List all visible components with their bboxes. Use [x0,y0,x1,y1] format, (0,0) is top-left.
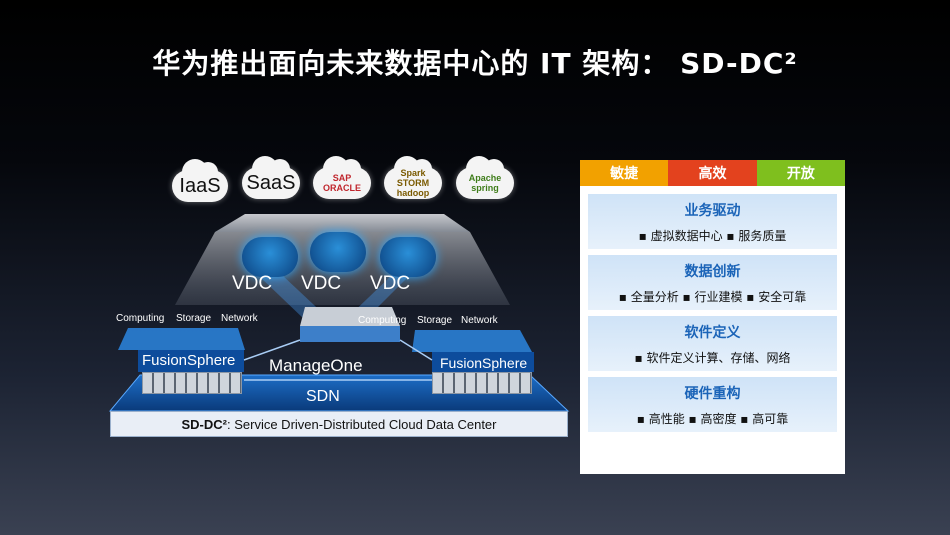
apache-spring-cloud: Apache spring [456,156,514,199]
link-right [399,339,433,361]
saas-cloud: SaaS [242,156,300,199]
block-sub: ▪ 软件定义计算、存储、网络 [634,351,791,365]
hardware-rebuild-block: 硬件重构 ▪ 高性能 ▪ 高密度 ▪ 高可靠 [588,377,837,432]
spark-hadoop-logo: Spark STORM hadoop [396,168,430,198]
computing-label: Computing [358,315,407,326]
center-block-front [300,326,400,342]
block-title: 数据创新 [684,264,741,280]
iaas-cloud: IaaS [172,159,228,202]
vdc-cloud-icon [380,237,436,277]
server-rack [142,372,242,394]
fusionsphere-left-label: FusionSphere [142,352,236,369]
right-block-top [412,330,532,352]
left-block-front [138,350,244,372]
block-sub: ▪ 全量分析 ▪ 行业建模 ▪ 安全可靠 [618,290,807,304]
vdc-label: VDC [301,273,342,294]
iaas-label: IaaS [179,174,221,197]
vdc-label: VDC [232,273,273,294]
left-block-top [118,328,245,350]
software-defined-block: 软件定义 ▪ 软件定义计算、存储、网络 [588,316,837,371]
sd-dc-diagram: IaaS SaaS SAP ORACLE Spark STORM hadoop … [108,156,570,437]
server-rack [432,372,532,394]
data-innovation-block: 数据创新 ▪ 全量分析 ▪ 行业建模 ▪ 安全可靠 [588,255,837,310]
business-driven-block: 业务驱动 ▪ 虚拟数据中心 ▪ 服务质量 [588,194,837,249]
vdc-cloud-icon [310,232,366,272]
feature-tabs: 敏捷 高效 开放 [580,160,845,186]
right-block-front [432,352,534,372]
vdc-label: VDC [370,273,411,294]
tab-agile: 敏捷 [580,160,669,186]
spark-hadoop-cloud: Spark STORM hadoop [384,156,442,199]
center-block-top [300,307,400,326]
vdc-cloud-icon [242,237,298,277]
block-title: 硬件重构 [684,386,741,402]
page-title: 华为推出面向未来数据中心的 IT 架构： SD-DC² [152,47,798,80]
block-title: 业务驱动 [684,203,741,219]
saas-label: SaaS [246,171,296,194]
sap-oracle-logo: SAP ORACLE [323,173,361,193]
caption-text: : Service Driven-Distributed Cloud Data … [227,416,497,432]
sdn-label: SDN [306,388,340,405]
features-panel: 敏捷 高效 开放 业务驱动 ▪ 虚拟数据中心 ▪ 服务质量 数据创新 ▪ 全量分… [580,160,845,474]
network-label: Network [221,313,258,324]
computing-label: Computing [116,313,165,324]
fusionsphere-right-label: FusionSphere [440,355,528,371]
tab-open: 开放 [756,160,845,186]
top-service-slab [215,214,470,232]
sd-dc-caption: SD-DC²: Service Driven-Distributed Cloud… [110,411,568,437]
sap-oracle-cloud: SAP ORACLE [313,156,371,199]
network-label: Network [461,315,498,326]
block-sub: ▪ 高性能 ▪ 高密度 ▪ 高可靠 [636,412,789,426]
block-sub: ▪ 虚拟数据中心 ▪ 服务质量 [638,229,787,243]
manageone-label: ManageOne [269,356,363,375]
caption-bold: SD-DC² [181,416,228,432]
link-left [243,339,301,361]
storage-label: Storage [417,315,453,326]
apache-spring-logo: Apache spring [468,173,502,193]
block-title: 软件定义 [684,325,741,341]
storage-label: Storage [176,313,212,324]
tab-efficient: 高效 [668,160,757,186]
